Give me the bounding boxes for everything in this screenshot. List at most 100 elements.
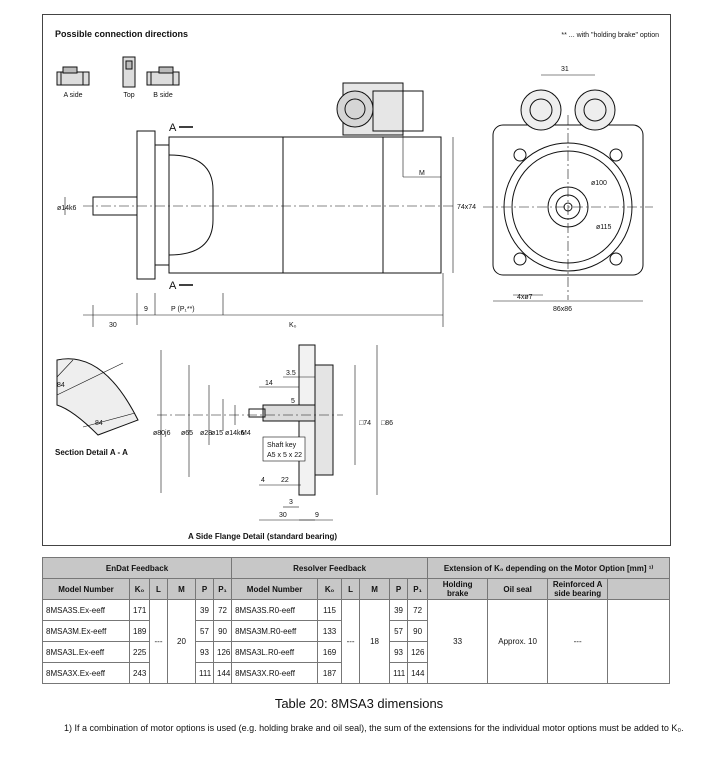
cell-res-k0: 115 xyxy=(317,599,343,621)
motor-side-view xyxy=(64,82,454,327)
flange-dim-22: 22 xyxy=(281,477,289,484)
col-res-p: P xyxy=(389,578,409,600)
shaft-key-label: Shaft key xyxy=(267,442,297,449)
cell-res-k0: 169 xyxy=(317,641,343,663)
col-p1: P₁ xyxy=(212,578,233,600)
section-detail-a-a xyxy=(56,358,139,436)
dim-30: 30 xyxy=(109,322,117,329)
cell-endat-k0: 243 xyxy=(129,662,150,684)
section-detail-title: Section Detail A - A xyxy=(55,448,128,457)
flange-dim-d14k6: ø14k6 xyxy=(225,430,245,437)
dim-9: 9 xyxy=(144,306,148,313)
resolver-header: Resolver Feedback xyxy=(231,557,429,579)
cell-endat-k0: 189 xyxy=(129,620,150,642)
cell-res-p: 57 xyxy=(389,620,409,642)
cell-empty xyxy=(607,599,671,684)
cell-endat-p1: 126 xyxy=(212,641,233,663)
cell-res-model: 8MSA3L.R0-eeff xyxy=(231,641,319,663)
cell-endat-k0: 225 xyxy=(129,641,150,663)
connection-icon-a-side xyxy=(56,66,90,86)
cell-res-p1: 126 xyxy=(407,641,429,663)
dim-holes: 4xø7 xyxy=(517,294,533,301)
cell-endat-p: 57 xyxy=(195,620,214,642)
cell-endat-p: 39 xyxy=(195,599,214,621)
connection-title: Possible connection directions xyxy=(55,29,188,39)
table-row: 8MSA3S.Ex-eeff 171 --- 20 39 72 8MSA3S.R… xyxy=(42,599,671,684)
col-res-k0: K₀ xyxy=(317,578,343,600)
dim-m: M xyxy=(419,170,425,177)
connection-icon-b-side xyxy=(146,66,180,86)
cell-res-p1: 90 xyxy=(407,620,429,642)
flange-dim-9: 9 xyxy=(315,512,319,519)
table-row: 8MSA3L.Ex-eeff 225 93 126 8MSA3L.R0-eeff… xyxy=(42,641,670,663)
flange-dim-sq86: □86 xyxy=(381,420,393,427)
cell-res-m: 18 xyxy=(359,599,391,684)
dimension-drawing: Possible connection directions ** ... wi… xyxy=(55,29,659,541)
dim-74x74: 74x74 xyxy=(457,204,476,211)
col-res-p1: P₁ xyxy=(407,578,429,600)
section-mark-bottom: A xyxy=(169,280,177,292)
flange-dim-5: 5 xyxy=(291,398,295,405)
flange-dim-d80: ø80j6 xyxy=(153,430,171,437)
col-k0: K₀ xyxy=(129,578,150,600)
cell-holding-brake: 33 xyxy=(427,599,489,684)
dimensions-table: EnDat Feedback Resolver Feedback Extensi… xyxy=(41,557,671,684)
cell-endat-l: --- xyxy=(149,599,168,684)
cell-endat-model: 8MSA3L.Ex-eeff xyxy=(42,641,130,663)
col-m: M xyxy=(167,578,196,600)
cell-res-p: 93 xyxy=(389,641,409,663)
dim-shaft-dia: ø14k6 xyxy=(57,205,77,212)
dim-d115: ø115 xyxy=(596,224,612,231)
dim-31: 31 xyxy=(561,66,569,73)
cell-res-k0: 133 xyxy=(317,620,343,642)
cell-res-p: 111 xyxy=(389,662,409,684)
flange-dim-sq74: □74 xyxy=(359,420,371,427)
col-reinforced: Reinforced A side bearing xyxy=(547,578,609,600)
flange-dim-14: 14 xyxy=(265,380,273,387)
extension-header: Extension of K₀ depending on the Motor O… xyxy=(427,557,671,579)
flange-dim-3-5: 3.5 xyxy=(286,370,296,377)
view-label-b-side: B side xyxy=(153,92,173,99)
dim-k0: K₀ xyxy=(289,322,297,329)
cell-oil-seal: Approx. 10 xyxy=(487,599,549,684)
motor-front-view xyxy=(483,74,653,302)
dim-p: P (P₁**) xyxy=(171,306,195,313)
table-row: 8MSA3M.Ex-eeff 189 57 90 8MSA3M.R0-eeff … xyxy=(42,620,670,642)
flange-dim-d65: ø65 xyxy=(181,430,193,437)
cell-endat-p1: 144 xyxy=(212,662,233,684)
cell-endat-p: 111 xyxy=(195,662,214,684)
flange-dim-3: 3 xyxy=(289,499,293,506)
dim-86x86: 86x86 xyxy=(553,306,572,313)
table-row: 8MSA3X.Ex-eeff 243 111 144 8MSA3X.R0-eef… xyxy=(42,662,670,684)
cell-endat-model: 8MSA3X.Ex-eeff xyxy=(42,662,130,684)
flange-dim-d15: ø15 xyxy=(211,430,223,437)
cell-res-model: 8MSA3S.R0-eeff xyxy=(231,599,319,621)
cell-res-p1: 72 xyxy=(407,599,429,621)
view-label-top: Top xyxy=(123,92,134,99)
cell-endat-k0: 171 xyxy=(129,599,150,621)
cell-endat-m: 20 xyxy=(167,599,196,684)
col-res-l: L xyxy=(341,578,361,600)
shaft-key-size: A5 x 5 x 22 xyxy=(267,452,302,459)
footnote: 1) If a combination of motor options is … xyxy=(64,723,684,733)
col-res-model: Model Number xyxy=(231,578,319,600)
cell-endat-model: 8MSA3M.Ex-eeff xyxy=(42,620,130,642)
cell-res-l: --- xyxy=(341,599,361,684)
flange-detail xyxy=(157,344,378,521)
section-dim-84b: 84 xyxy=(95,420,103,427)
view-label-a-side: A side xyxy=(63,92,82,99)
flange-dim-30: 30 xyxy=(279,512,287,519)
col-l: L xyxy=(149,578,168,600)
cell-res-model: 8MSA3M.R0-eeff xyxy=(231,620,319,642)
cell-endat-model: 8MSA3S.Ex-eeff xyxy=(42,599,130,621)
col-res-m: M xyxy=(359,578,391,600)
flange-dim-m4: M4 xyxy=(241,430,251,437)
cell-res-k0: 187 xyxy=(317,662,343,684)
table-caption: Table 20: 8MSA3 dimensions xyxy=(274,696,444,711)
col-p: P xyxy=(195,578,214,600)
cell-res-p1: 144 xyxy=(407,662,429,684)
col-empty xyxy=(607,578,671,600)
cell-res-model: 8MSA3X.R0-eeff xyxy=(231,662,319,684)
flange-detail-title: A Side Flange Detail (standard bearing) xyxy=(188,532,337,541)
cell-endat-p1: 90 xyxy=(212,620,233,642)
